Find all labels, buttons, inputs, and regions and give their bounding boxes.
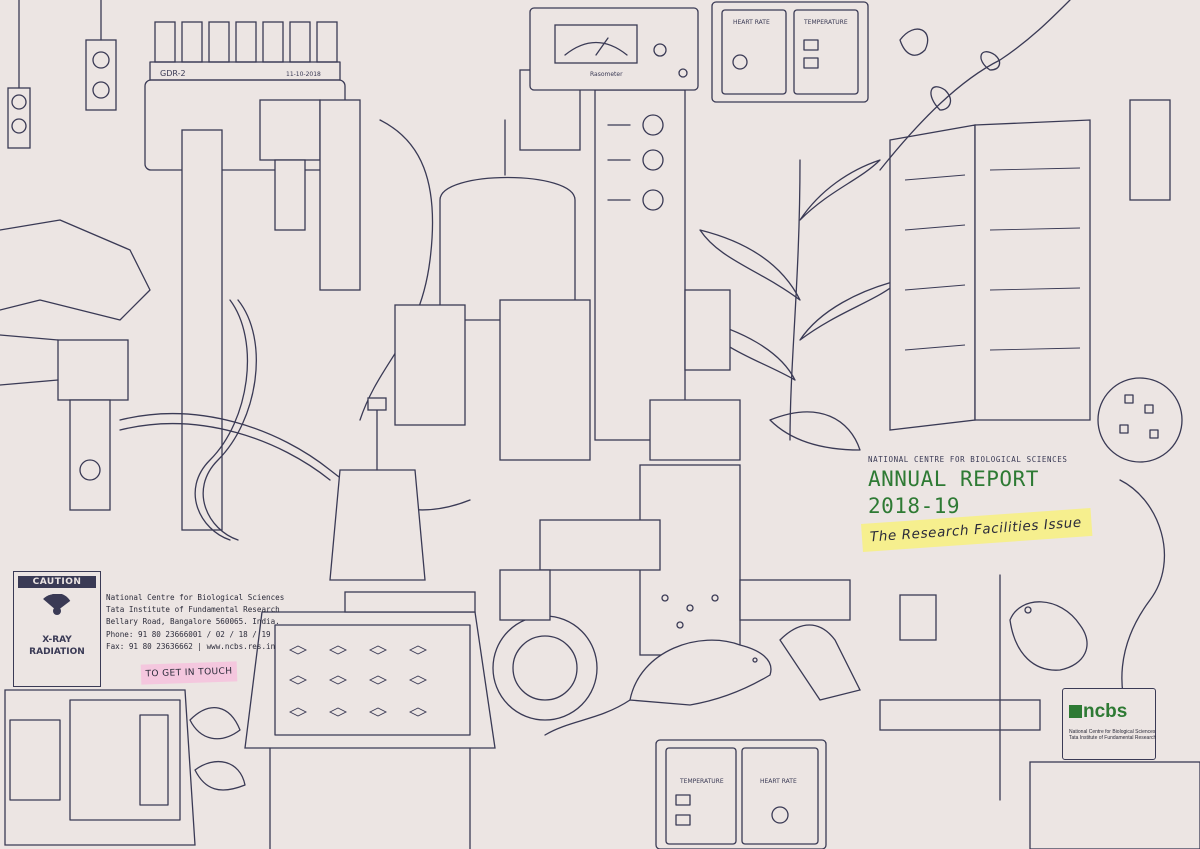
logo-tagline-line1: National Centre for Biological Sciences: [1069, 729, 1156, 735]
vital-monitor-top: HEART RATE TEMPERATURE: [711, 1, 869, 103]
contact-line: Phone: 91 80 23666001 / 02 / 18 / 19: [106, 629, 271, 639]
heart-rate-label: HEART RATE: [733, 19, 770, 26]
contact-line: Bellary Road, Bangalore 560065. India.: [106, 617, 280, 627]
radiation-icon: [43, 593, 71, 615]
caution-line2: RADIATION: [29, 647, 85, 657]
temperature-label: TEMPERATURE: [803, 19, 848, 26]
sample-stand: [329, 397, 426, 581]
ncbs-logo-mark-icon: [1069, 705, 1082, 718]
vital-monitor-bottom: TEMPERATURE HEART RATE: [655, 739, 827, 849]
logo-tagline: National Centre for Biological Sciences …: [1069, 729, 1156, 741]
tubing: [119, 119, 471, 541]
caution-line1: X-RAY: [42, 635, 72, 645]
frog: [1009, 601, 1088, 671]
caution-sign: CAUTION X-RAY RADIATION: [13, 571, 101, 687]
bottom-temperature-label: TEMPERATURE: [679, 778, 724, 785]
logo-tagline-line2: Tata Institute of Fundamental Research: [1069, 735, 1157, 741]
control-panel: [594, 89, 686, 441]
binocular-microscope: [779, 574, 1041, 801]
server-rack: [889, 119, 1091, 431]
glove-box: [4, 689, 196, 846]
org-heading: NATIONAL CENTRE FOR BIOLOGICAL SCIENCES: [868, 455, 1068, 464]
report-title-line2: 2018-19: [868, 494, 961, 518]
contact-line: Fax: 91 80 23636662 | www.ncbs.res.in: [106, 641, 276, 651]
contact-info: National Centre for Biological Sciences …: [106, 592, 306, 653]
caution-header: CAUTION: [18, 576, 96, 588]
leaf-cluster: [189, 707, 246, 791]
wall-gauge-panel: [7, 0, 117, 149]
report-title-block: NATIONAL CENTRE FOR BIOLOGICAL SCIENCES …: [861, 455, 1168, 552]
bottom-heart-rate-label: HEART RATE: [760, 778, 797, 785]
vine: [879, 0, 1071, 171]
rat: [544, 639, 772, 736]
contact-line: National Centre for Biological Sciences: [106, 593, 285, 602]
right-equipment: [1097, 99, 1183, 741]
contact-line: Tata Institute of Fundamental Research: [106, 605, 280, 615]
microscope-arm: [0, 219, 151, 511]
report-title-line1: ANNUAL REPORT: [868, 467, 1039, 491]
incubator: [1029, 761, 1200, 849]
ncbs-logo: ncbs National Centre for Biological Scie…: [1062, 688, 1156, 760]
specimen-tray: [244, 591, 496, 849]
pump: [492, 569, 598, 721]
gdr-tag: GDR-2: [160, 69, 186, 78]
logo-wordmark: ncbs: [1083, 701, 1128, 722]
rasometer-gauge: Rasometer: [529, 7, 699, 91]
date-tag: 11-10-2018: [286, 71, 321, 78]
cryostat: [394, 69, 591, 461]
gauge-label: Rasometer: [590, 71, 623, 78]
get-in-touch-note: TO GET IN TOUCH: [140, 661, 238, 685]
